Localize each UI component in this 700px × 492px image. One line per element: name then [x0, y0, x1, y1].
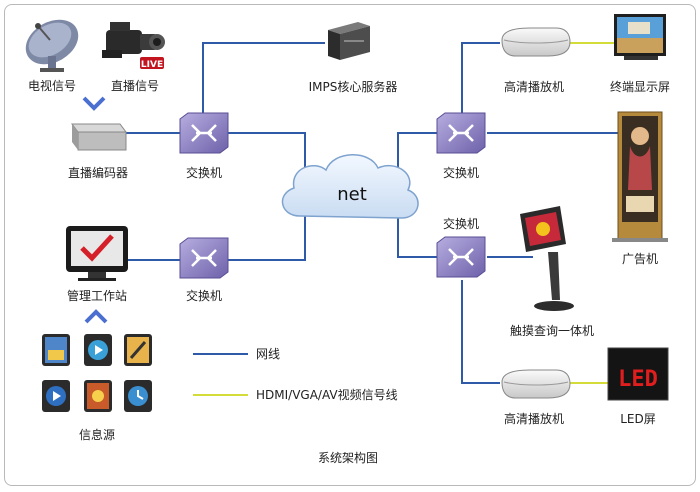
line-switch-cloud-bottom	[228, 215, 306, 261]
line-switch-server	[202, 42, 325, 113]
led-screen-label: LED屏	[620, 412, 656, 426]
imps-server-label: IMPS核心服务器	[309, 79, 398, 94]
switch-icon	[179, 237, 229, 279]
switch-icon	[436, 112, 486, 154]
hd-player-bottom-label: 高清播放机	[504, 411, 564, 426]
kiosk-label: 触摸查询一体机	[510, 324, 594, 338]
media-player-icon	[501, 369, 571, 399]
line-cloud-switch-bottom	[397, 215, 437, 258]
ad-machine-label: 广告机	[622, 252, 658, 266]
clock-file-icon	[124, 380, 152, 412]
advertising-display-icon	[612, 111, 668, 242]
kiosk-icon	[520, 206, 574, 311]
video-camera-icon: LIVE	[102, 22, 165, 70]
image-file-icon	[42, 334, 70, 366]
chevron-up-icon	[84, 309, 108, 324]
terminal-display-label: 终端显示屏	[610, 79, 670, 94]
monitor-icon	[614, 14, 666, 60]
tv-signal-label: 电视信号	[28, 78, 76, 93]
switch-right-bottom-label: 交换机	[443, 216, 479, 231]
media-file-icon	[84, 334, 112, 366]
switch-right-top-label: 交换机	[443, 165, 479, 180]
live-signal-label: 直播信号	[111, 79, 159, 93]
video-file-icon	[42, 380, 70, 412]
chevron-down-icon	[82, 96, 106, 111]
encoder-label: 直播编码器	[68, 165, 128, 180]
switch-icon	[436, 236, 486, 278]
server-icon	[328, 22, 370, 60]
line-switch-player-top	[461, 42, 500, 113]
line-switch-player-bottom	[461, 280, 500, 384]
text-file-icon	[124, 334, 152, 366]
flash-file-icon	[84, 380, 112, 412]
management-label: 管理工作站	[67, 288, 127, 303]
legend: 网线 HDMI/VGA/AV视频信号线	[193, 347, 398, 402]
line-switch-cloud-top	[228, 132, 306, 185]
satellite-dish-icon	[25, 19, 79, 72]
cloud-icon	[281, 154, 419, 219]
workstation-icon	[66, 226, 128, 281]
legend-signal-label: HDMI/VGA/AV视频信号线	[256, 387, 398, 402]
cloud-label: net	[337, 184, 367, 205]
live-badge-label: LIVE	[141, 60, 163, 70]
info-source-label: 信息源	[79, 427, 115, 442]
network-lines	[124, 42, 618, 384]
signal-lines	[570, 42, 614, 384]
legend-network-label: 网线	[256, 347, 280, 361]
info-source-icons	[42, 334, 152, 412]
led-screen-icon: LED	[607, 347, 669, 401]
media-player-icon	[501, 27, 571, 57]
hd-player-top-label: 高清播放机	[504, 79, 564, 94]
switch-left-bottom-label: 交换机	[186, 288, 222, 303]
switch-left-top-label: 交换机	[186, 165, 222, 180]
encoder-icon	[71, 123, 127, 151]
diagram-caption: 系统架构图	[318, 450, 378, 465]
led-text: LED	[618, 367, 658, 392]
switch-icon	[179, 112, 229, 154]
